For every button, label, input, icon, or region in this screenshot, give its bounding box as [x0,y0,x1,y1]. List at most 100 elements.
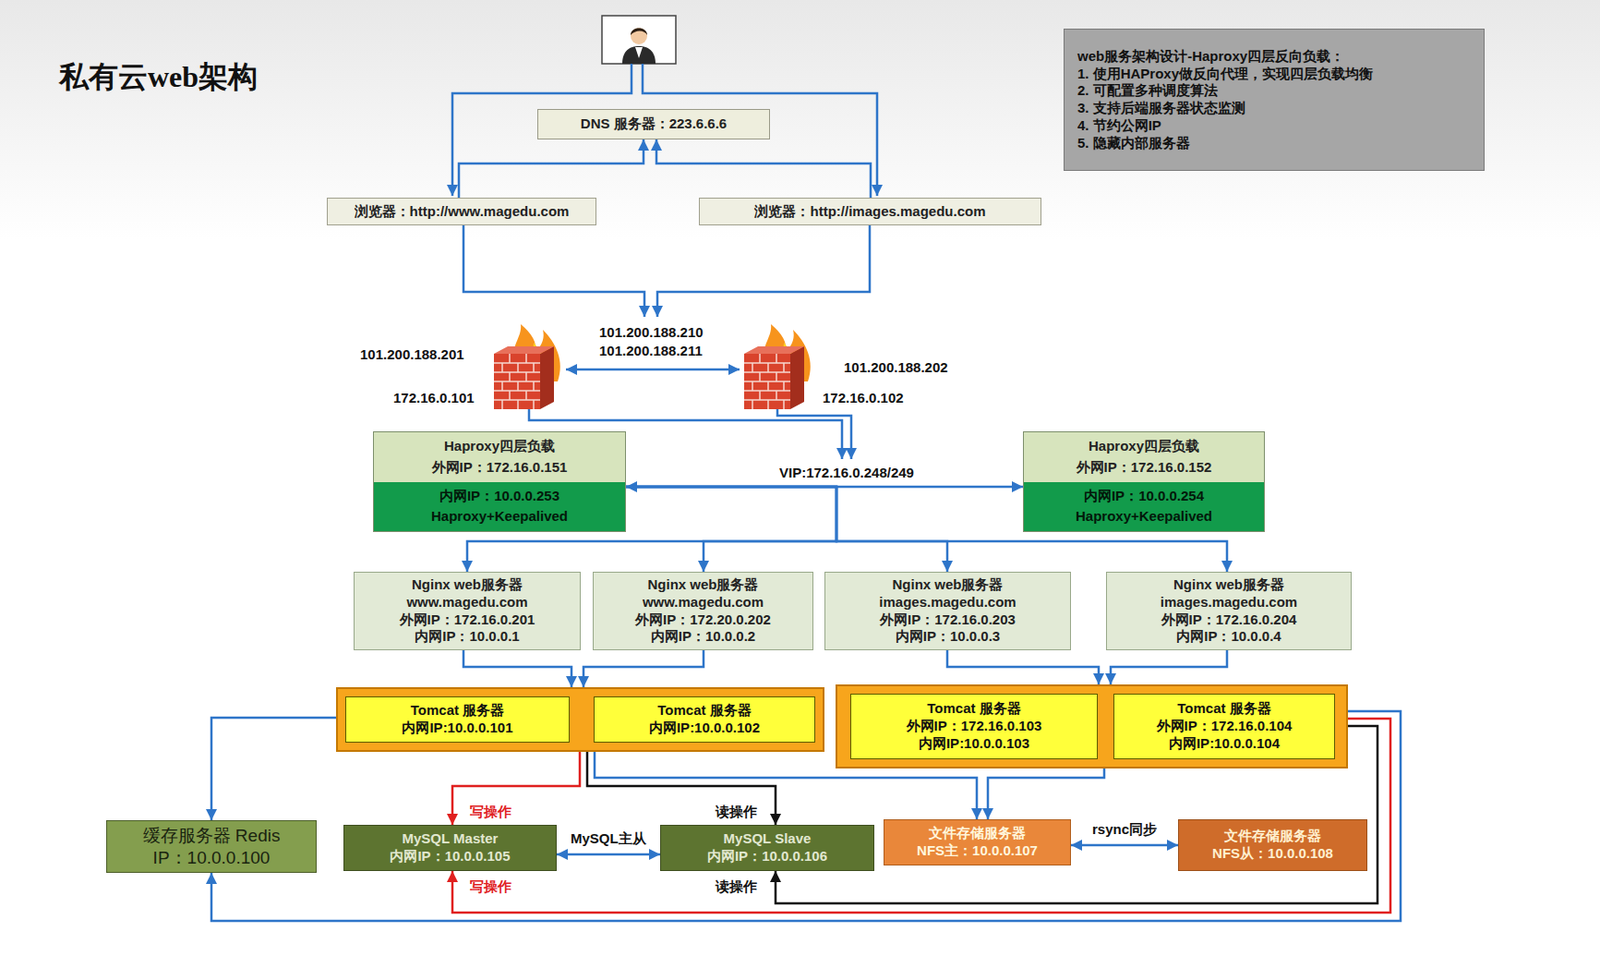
server-text: 内网IP：10.0.0.253 [373,481,626,507]
browser-box: 浏览器：http://www.magedu.com [326,197,597,226]
tomcat-box: Tomcat 服务器外网IP：172.16.0.103内网IP:10.0.0.1… [850,693,1098,759]
url-text: 浏览器：http://images.magedu.com [754,203,986,221]
connector-arrow [947,649,1099,685]
nginx-box: Nginx web服务器images.magedu.com外网IP：172.16… [824,571,1071,650]
connector-arrow [987,768,1105,819]
server-text: 内网IP:10.0.0.102 [649,719,760,737]
user-icon [601,15,676,64]
request-line [657,225,870,317]
server-text: Haproxy+Keepalived [1023,505,1264,531]
tomcat-box: Tomcat 服务器内网IP:10.0.0.101 [345,696,570,743]
server-text: 内网IP：10.0.0.2 [650,627,756,646]
edge-label: rsync同步 [1089,820,1160,838]
connector-arrow [656,139,871,198]
ip-label: 101.200.188.202 [843,359,949,376]
connector-arrow [625,486,948,572]
ip-label: 172.16.0.102 [822,389,904,407]
ip-label: 101.200.188.201 [360,346,465,363]
server-text: 外网IP：172.16.0.151 [373,457,626,482]
server-text: MySQL Slave [723,830,812,848]
server-text: 内网IP：10.0.0.1 [414,627,519,646]
haproxy-box: Haproxy四层负载外网IP：172.16.0.151内网IP：10.0.0.… [372,431,626,532]
dns-server-box: DNS 服务器：223.6.6.6 [537,108,770,140]
server-text: 缓存服务器 Redis [143,824,281,847]
server-text: 外网IP：172.16.0.103 [906,717,1043,735]
user-head [630,27,648,45]
firewall-line [777,409,852,459]
diagram-title: 私有云web架构 [59,57,258,98]
server-text: 外网IP：172.20.0.202 [635,611,771,629]
tomcat-box: Tomcat 服务器外网IP：172.16.0.104内网IP:10.0.0.1… [1113,693,1336,759]
edge-label: 写操作 [467,878,515,895]
icon-frame [601,15,676,64]
user-body [622,46,656,64]
server-text: NFS主：10.0.0.107 [916,842,1038,860]
note-text: 4. 节约公网IP [1077,117,1162,135]
server-text: 外网IP：172.16.0.152 [1023,457,1264,482]
server-text: 内网IP：10.0.0.4 [1176,627,1281,646]
server-text: 内网IP：10.0.0.105 [389,847,510,866]
note-text: 1. 使用HAProxy做反向代理，实现四层负载均衡 [1077,65,1373,84]
edge-label: 读操作 [712,803,760,820]
server-text: NFS从：10.0.0.108 [1212,844,1334,863]
server-text: 内网IP:10.0.0.103 [918,734,1030,753]
tomcat-group: Tomcat 服务器外网IP：172.16.0.103内网IP:10.0.0.1… [835,684,1348,769]
connector-arrow [211,717,337,820]
ip-label: 101.200.188.210 [599,324,704,341]
note-text: 3. 支持后端服务器状态监测 [1077,99,1246,118]
connector-arrow [458,139,644,198]
wall-top [493,346,554,354]
server-text: 外网IP：172.16.0.204 [1161,611,1298,629]
server-text: Tomcat 服务器 [410,701,505,720]
connector-arrow [452,751,580,825]
server-text: Tomcat 服务器 [657,701,751,720]
haproxy-box: Haproxy四层负载外网IP：172.16.0.152内网IP：10.0.0.… [1022,431,1265,532]
server-text: 外网IP：172.16.0.201 [399,611,536,629]
server-text: 文件存储服务器 [1224,827,1322,845]
nfs-box: 文件存储服务器NFS从：10.0.0.108 [1178,818,1368,871]
user-shirt [635,47,643,59]
server-text: DNS 服务器：223.6.6.6 [580,115,727,133]
edge-label: MySQL主从 [567,830,650,847]
ip-label: 172.16.0.101 [393,389,475,407]
wall-front [744,353,791,410]
cache-server-box: 缓存服务器 RedisIP：10.0.0.100 [106,819,317,873]
connector-arrow [1110,649,1228,685]
wall-front [493,353,541,410]
connector-arrow [587,751,776,825]
url-text: 浏览器：http://www.magedu.com [354,203,570,221]
note-text: 5. 隐藏内部服务器 [1077,134,1191,153]
server-text: 外网IP：172.16.0.203 [879,611,1016,629]
server-text: Nginx web服务器 [1173,576,1285,594]
connector-arrow [1070,843,1179,847]
server-text: images.magedu.com [878,593,1016,612]
server-text: Nginx web服务器 [411,576,523,594]
tomcat-box: Tomcat 服务器内网IP:10.0.0.102 [593,696,816,743]
nginx-box: Nginx web服务器www.magedu.com外网IP：172.20.0.… [592,571,814,650]
server-text: images.magedu.com [1160,593,1298,612]
nginx-box: Nginx web服务器www.magedu.com外网IP：172.16.0.… [353,571,581,650]
connector-arrow [625,486,837,572]
server-text: 文件存储服务器 [928,824,1026,843]
server-text: Haproxy四层负载 [373,432,626,458]
server-text: 内网IP:10.0.0.104 [1168,734,1280,753]
server-text: 内网IP：10.0.0.106 [707,847,828,866]
server-text: www.magedu.com [642,593,764,612]
server-text: 内网IP：10.0.0.3 [895,627,1000,646]
request-line [463,225,645,317]
server-text: Tomcat 服务器 [926,699,1021,718]
server-text: Nginx web服务器 [891,576,1003,594]
edge-label: 写操作 [467,803,515,820]
connector-arrow [556,853,661,856]
wall-side [790,346,805,410]
firewall-icon [493,324,561,410]
user-hair [630,28,648,37]
wall-mortar [744,353,791,410]
note-text: 2. 可配置多种调度算法 [1077,82,1218,100]
note-heading: web服务架构设计-Haproxy四层反向负载： [1077,48,1345,66]
nfs-box: 文件存储服务器NFS主：10.0.0.107 [883,818,1071,866]
server-text: IP：10.0.0.100 [153,846,271,869]
connector-arrow [463,649,572,687]
wall-side [540,346,554,410]
